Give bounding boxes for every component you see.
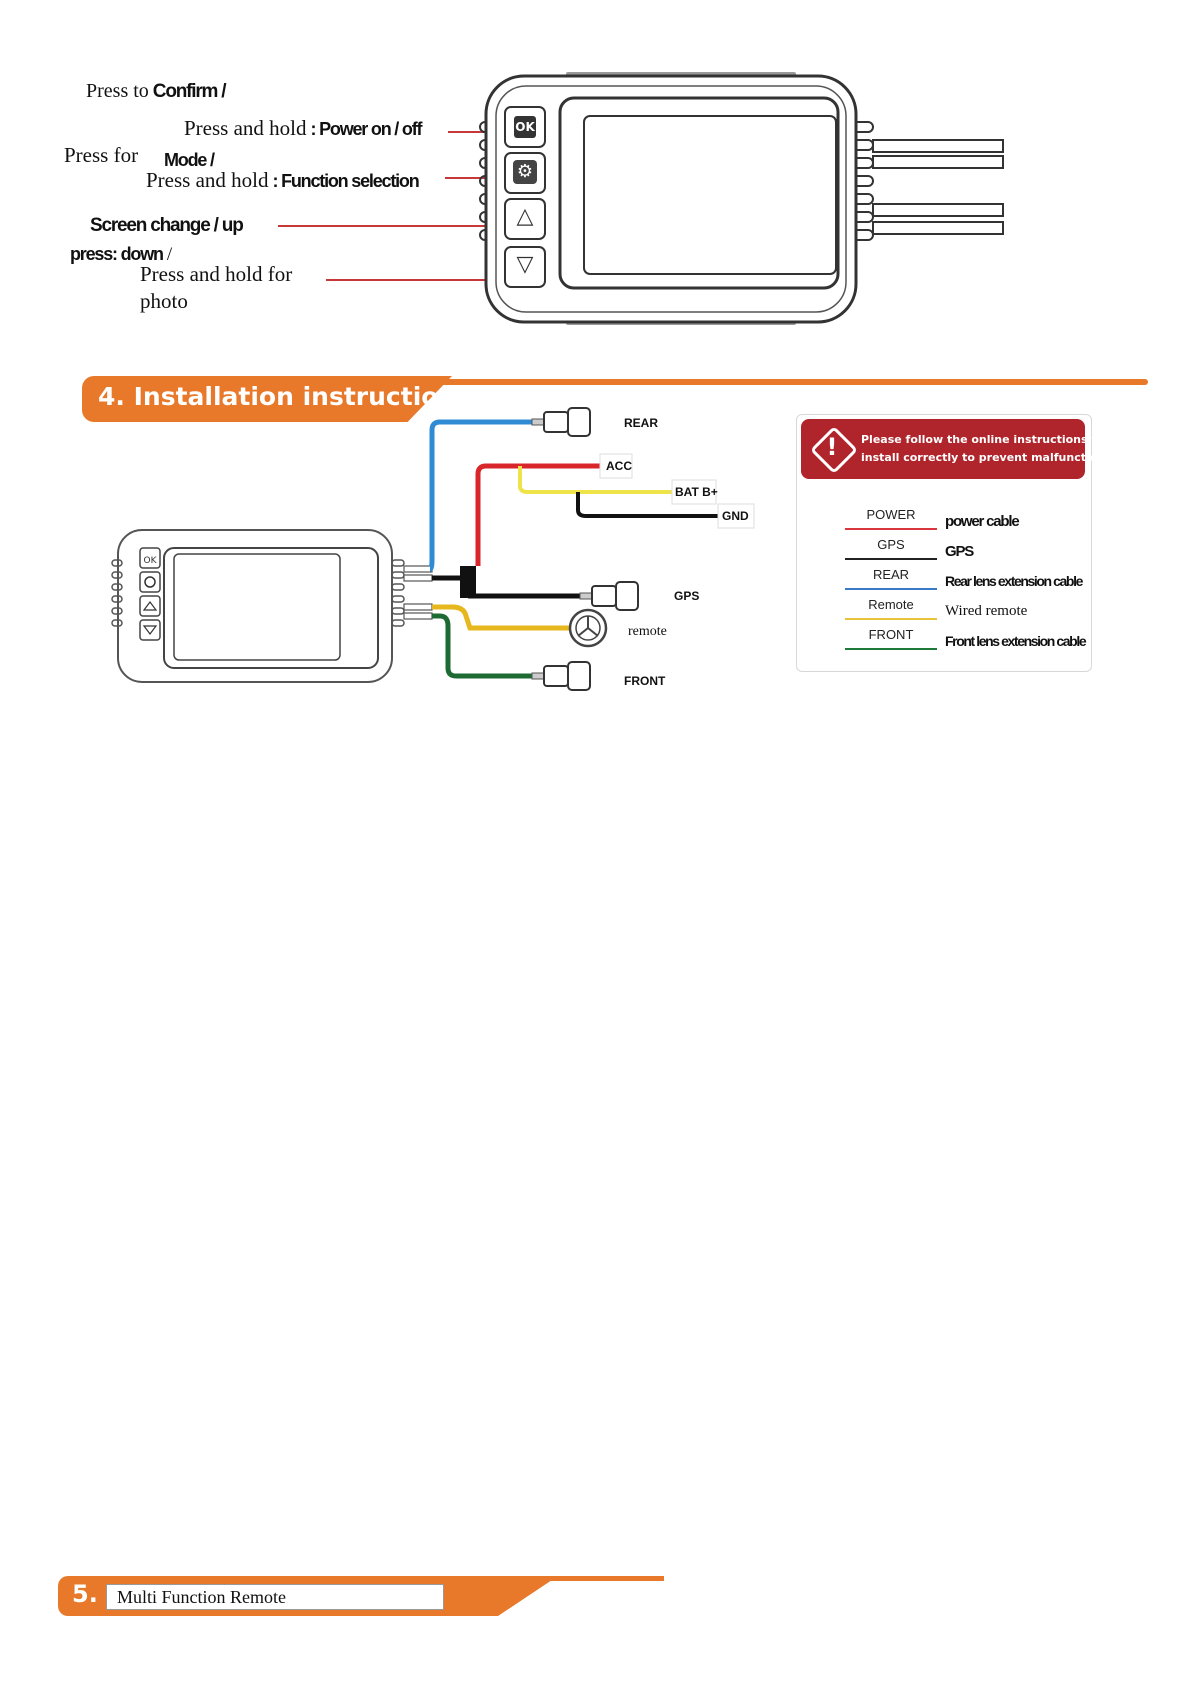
exclamation-diamond-icon: ! [809,425,859,475]
legend-tag: FRONT [868,627,914,642]
legend-line [845,618,937,620]
section4-title: 4. Installation instructions [98,382,472,411]
photo-label-line2: photo [140,289,188,313]
rear-label: REAR [624,416,659,430]
wiring-svg: OK [111,407,755,691]
legend-row-rear: REAR Rear lens extension cable [797,567,1097,597]
legend-row-front: FRONT Front lens extension cable [797,627,1097,657]
section5-header: 5. Multi Function Remote [58,1574,664,1618]
section5-number: 5. [72,1580,98,1608]
legend-row-power: POWER power cable [797,507,1097,537]
legend-desc: power cable [945,513,1020,530]
warning-box: ! Please follow the online instructions … [801,419,1117,479]
power-label: Press and hold : Power on / off [184,116,422,140]
legend-desc: Front lens extension cable [945,633,1087,649]
ok-button-icon: OK [514,116,536,138]
mode-label: Mode / [164,150,215,170]
press-down-label: press: down / [70,244,173,265]
warning-line2: install correctly to prevent malfunction… [861,451,1117,464]
press-for-label: Press for [64,143,139,167]
gnd-label: GND [722,509,749,523]
legend-tag: GPS [877,537,905,552]
legend-row-remote: Remote Wired remote [797,597,1097,627]
gear-icon: ⚙ [513,160,537,184]
down-triangle-icon: ▽ [516,252,534,277]
legend-row-gps: GPS GPS [797,537,1097,567]
ok-button[interactable]: OK [504,106,546,148]
mode-button[interactable]: ⚙ [504,152,546,194]
dashcam-device [479,72,1004,325]
front-label: FRONT [624,674,666,688]
press-to-confirm-label: Press to Confirm / [86,80,227,102]
bat-label: BAT B+ [675,485,718,499]
legend-tag: Remote [868,597,914,612]
legend-line [845,558,937,560]
function-label: Press and hold : Function selection [146,168,420,192]
legend-tag: POWER [866,507,916,522]
legend-line [845,648,937,650]
section5-rule [498,1576,664,1581]
controls-diagram: Press to Confirm / Press and hold : Powe… [56,70,1040,328]
wiring-diagram: OK [60,400,760,710]
legend-line [845,588,937,590]
warning-line1: Please follow the online instructions to [861,433,1105,446]
down-button[interactable]: ▽ [504,246,546,288]
legend-panel: ! Please follow the online instructions … [796,414,1117,672]
up-triangle-icon: △ [516,204,534,229]
section5-title: Multi Function Remote [117,1587,286,1607]
section4-title-tab [82,376,452,422]
legend-desc: Rear lens extension cable [945,573,1083,589]
photo-label-line1: Press and hold for [140,262,293,286]
svg-text:OK: OK [144,556,158,566]
up-button[interactable]: △ [504,198,546,240]
gps-label: GPS [674,589,700,603]
section5-title-box: Multi Function Remote [106,1584,444,1610]
legend-tag: REAR [872,567,910,582]
legend-desc: Wired remote [945,603,1028,619]
legend-line [845,528,937,530]
acc-label: ACC [606,459,632,473]
section4-rule [432,379,1148,385]
remote-label: remote [628,624,667,639]
section4-header: 4. Installation instructions [82,376,1148,426]
legend-desc: GPS [945,543,974,560]
screen-change-label: Screen change / up [90,215,244,236]
